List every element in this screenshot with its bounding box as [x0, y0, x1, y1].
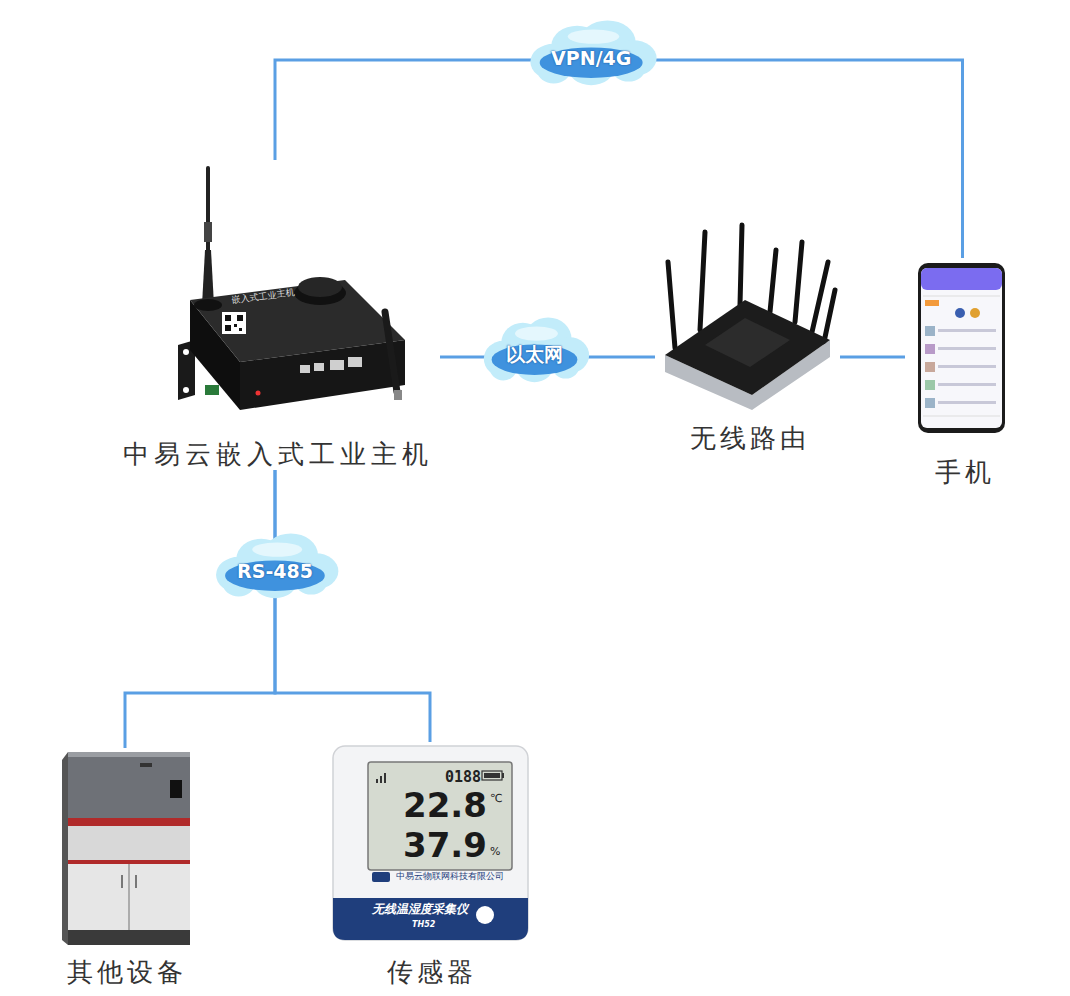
link-label: VPN/4G [551, 47, 631, 69]
cloud-label: RS-485 [207, 528, 343, 600]
device-node: 传感器 [330, 742, 530, 988]
brand-name: 中易云物联网科技有限公司 [396, 872, 504, 881]
cabinet-illustration [62, 752, 190, 945]
device-node: 手机 [905, 258, 1020, 488]
network-link [275, 60, 963, 258]
cloud-label: VPN/4G [521, 15, 661, 87]
device-node: 其他设备 [50, 748, 200, 988]
network-link [840, 356, 905, 359]
link-label: RS-485 [237, 560, 313, 582]
model-number: TH52 [412, 921, 435, 929]
lcd-unit: % [490, 846, 500, 858]
device-caption: 手机 [931, 456, 995, 488]
network-link [125, 470, 275, 748]
device-caption: 无线路由 [686, 422, 810, 454]
lcd-reading: 37.9 [403, 828, 487, 864]
device-caption: 传感器 [383, 956, 477, 988]
link-label: 以太网 [506, 342, 563, 368]
phone-illustration [918, 263, 1005, 433]
router-illustration [665, 225, 835, 410]
network-link [275, 470, 430, 742]
device-node: 中易云嵌入式工业主机 [110, 160, 440, 470]
sensor-illustration [333, 746, 528, 940]
lcd-reading: 22.8 [403, 788, 487, 824]
lcd-reading: 0188 [445, 770, 481, 786]
host-illustration [178, 168, 405, 410]
cloud-label: 以太网 [476, 312, 593, 384]
product-name: 无线温湿度采集仪 [372, 903, 468, 916]
device-caption: 其他设备 [63, 956, 187, 988]
lcd-unit: ℃ [490, 793, 502, 805]
device-caption: 中易云嵌入式工业主机 [118, 438, 433, 470]
device-node: 无线路由 [655, 222, 840, 454]
